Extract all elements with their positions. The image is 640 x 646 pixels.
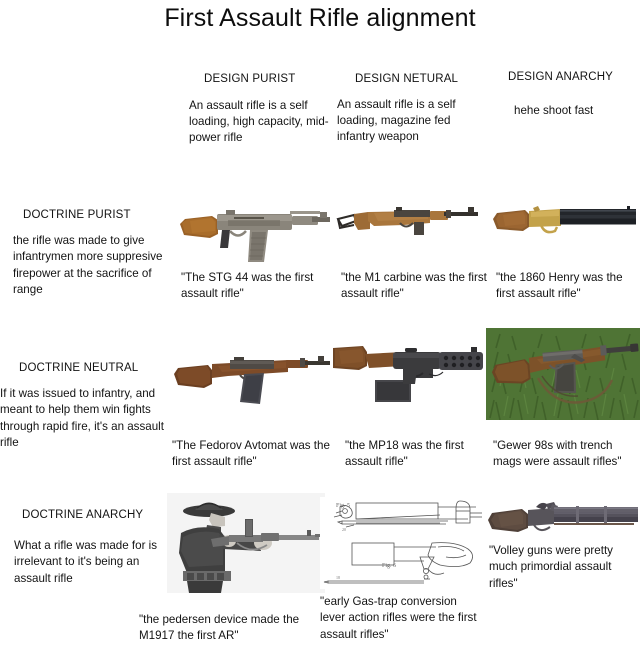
cell-image-gewehr98-grass [486, 328, 640, 420]
svg-text:20: 20 [342, 527, 346, 532]
caption-stg44: "The STG 44 was the first assault rifle" [181, 271, 314, 301]
caption-henry-1860: "the 1860 Henry was the first assault ri… [496, 271, 623, 301]
row-header-doctrine-neutral: DOCTRINE NEUTRAL [19, 362, 139, 374]
caption-mp18: "the MP18 was the first assault rifle" [345, 439, 464, 469]
column-header-design-netural: DESIGN NETURAL [355, 73, 459, 85]
cell-image-henry-1860 [489, 199, 639, 247]
cell-image-stg44 [172, 190, 330, 265]
row-desc-doctrine-purist: the rifle was made to give infantrymen m… [13, 234, 163, 297]
row-header-doctrine-anarchy: DOCTRINE ANARCHY [22, 509, 144, 521]
caption-gas-trap-lever-action: "early Gas-trap conversion lever action … [320, 595, 477, 641]
column-desc-design-netural: An assault rifle is a self loading, maga… [337, 98, 456, 144]
cell-image-volley-gun [484, 498, 640, 542]
caption-volley-gun: "Volley guns were pretty much primordial… [489, 544, 613, 590]
row-header-doctrine-purist: DOCTRINE PURIST [23, 209, 131, 221]
cell-image-gas-trap-patent-diagram: Fig. 5 20 [320, 497, 485, 589]
row-desc-doctrine-anarchy: What a rifle was made for is irrelevant … [14, 539, 158, 585]
row-desc-doctrine-neutral: If it was issued to infantry, and meant … [0, 387, 164, 450]
svg-text:Fig. 6: Fig. 6 [382, 563, 396, 569]
cell-image-pedersen-device [167, 493, 325, 593]
page-title: First Assault Rifle alignment [164, 4, 476, 32]
caption-gewehr-98-trench-mag: "Gewer 98s with trench mags were assault… [493, 439, 622, 469]
cell-image-m1-carbine [334, 199, 484, 249]
svg-text:18: 18 [336, 575, 340, 580]
cell-image-fedorov-avtomat [168, 348, 330, 420]
cell-image-mp18 [333, 340, 485, 428]
column-header-design-purist: DESIGN PURIST [204, 73, 296, 85]
column-header-design-anarchy: DESIGN ANARCHY [508, 71, 613, 83]
caption-pedersen-device: "the pedersen device made the M1917 the … [139, 613, 300, 643]
column-desc-design-purist: An assault rifle is a self loading, high… [189, 99, 329, 145]
caption-m1-carbine: "the M1 carbine was the first assault ri… [341, 271, 487, 301]
caption-fedorov-avtomat: "The Fedorov Avtomat was the first assau… [172, 439, 330, 469]
column-desc-design-anarchy: hehe shoot fast [514, 104, 594, 117]
